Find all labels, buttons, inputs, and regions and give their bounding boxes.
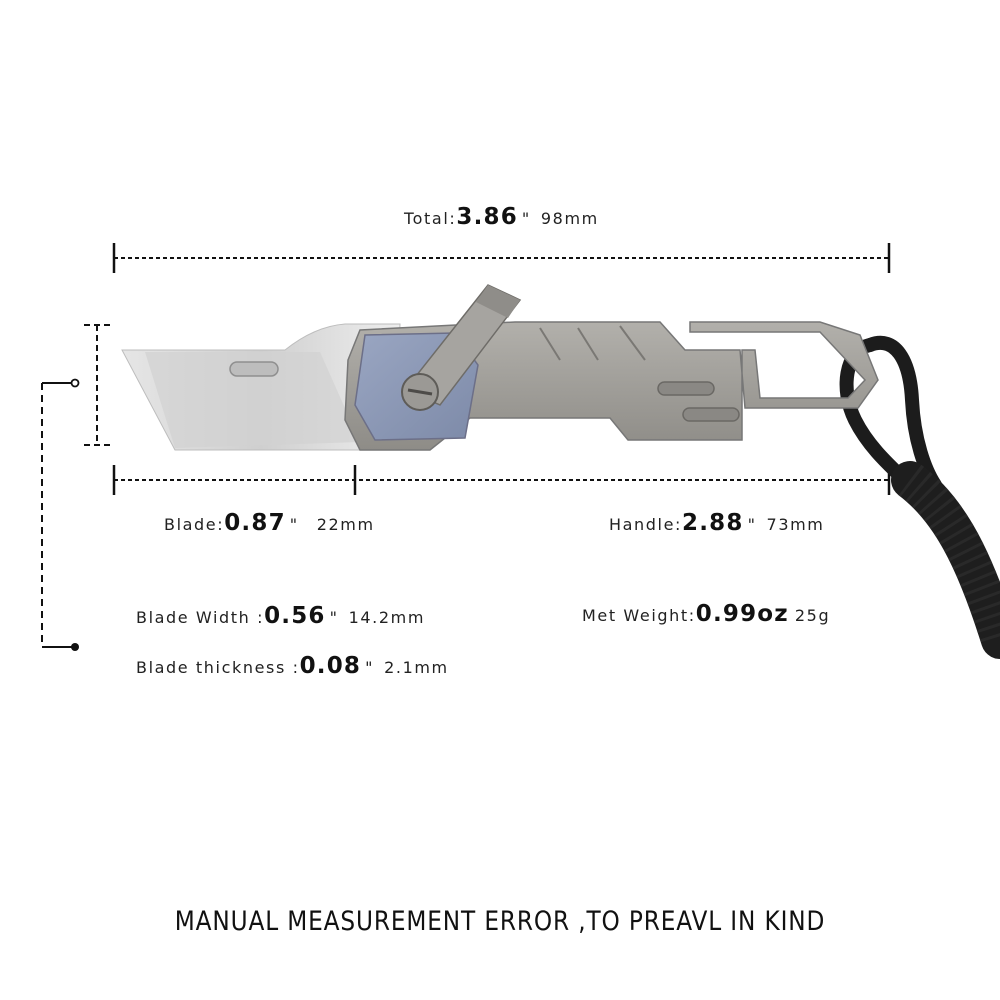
blade-width-label: Blade Width :0.56"14.2mm [136, 603, 426, 629]
blade-width-inch-value: 0.56 [264, 603, 326, 629]
blade-length-label: Blade:0.87"22mm [164, 510, 375, 536]
weight-g-value: 25g [794, 606, 831, 625]
handle-mm-value: 73mm [766, 515, 825, 534]
blade-mm-value: 22mm [316, 515, 375, 534]
handle-length-label: Handle:2.88"73mm [609, 510, 825, 536]
handle-inch-value: 2.88 [682, 510, 744, 536]
blade-width-mm-value: 14.2mm [348, 608, 426, 627]
blade-handle-dimension-line [112, 465, 891, 495]
measurement-disclaimer: MANUAL MEASUREMENT ERROR ,TO PREAVL IN K… [174, 906, 826, 937]
pocket-clip [401, 284, 522, 411]
blade-thickness-inch-value: 0.08 [299, 653, 362, 679]
blade-width-bracket [84, 324, 110, 446]
weight-oz-value: 0.99oz [695, 601, 789, 627]
spec-connector-bracket [41, 378, 80, 651]
blade-thickness-mm-value: 2.1mm [384, 658, 449, 677]
total-mm-value: 98mm [540, 209, 599, 228]
blade [121, 323, 401, 451]
blade-thickness-label: Blade thickness :0.08"2.1mm [136, 653, 449, 679]
total-length-label: Total:3.86"98mm [404, 204, 599, 230]
total-dimension-line [112, 243, 891, 273]
total-inch-value: 3.86 [456, 204, 518, 230]
blade-inch-value: 0.87 [224, 510, 286, 536]
blade-hole [229, 361, 279, 377]
